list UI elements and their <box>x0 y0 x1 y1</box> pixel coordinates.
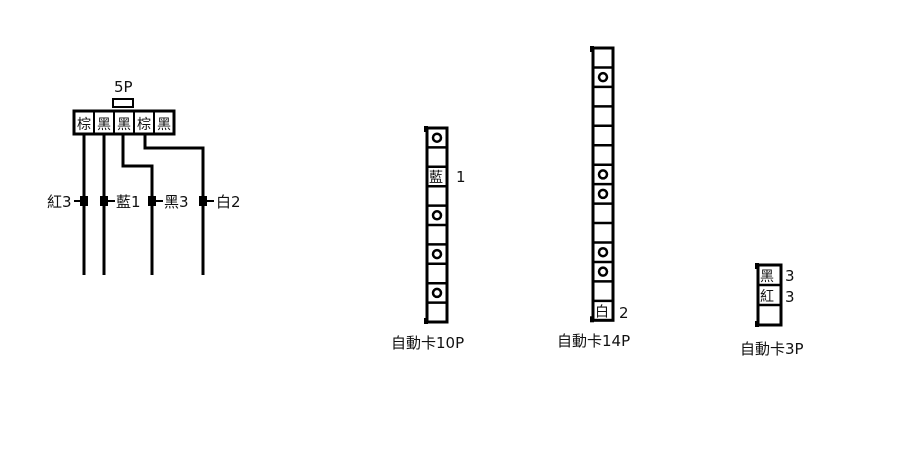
card-10p-title: 自動卡10P <box>391 334 464 352</box>
card_3p-cell-0: 黑 <box>760 269 774 285</box>
connector-pin-1: 棕 <box>77 117 91 133</box>
splice-4 <box>199 196 207 206</box>
pin-hole-icon <box>597 71 609 83</box>
card_10p-cell-2: 藍 <box>429 170 443 186</box>
pin-hole-icon <box>597 188 609 200</box>
card-10p: 藍 <box>424 126 449 324</box>
pin-hole-icon <box>431 248 443 260</box>
card-14p-title: 自動卡14P <box>557 332 630 350</box>
card-3p-side-label-2: 3 <box>785 288 795 306</box>
card-3p: 黑紅 <box>755 263 783 327</box>
card_3p-bottom-latch <box>755 321 759 327</box>
card_3p-top-latch <box>755 263 759 269</box>
card-3p-side-label-1: 3 <box>785 267 795 285</box>
card_3p-body <box>756 263 783 327</box>
pin-hole-icon <box>597 246 609 258</box>
connector-5p-title: 5P <box>114 78 133 96</box>
wire-label-4: 白2 <box>216 193 241 211</box>
connector-key <box>112 98 134 108</box>
card_14p-cell-13: 白 <box>595 304 609 320</box>
card_14p-bottom-latch <box>590 316 594 323</box>
wire-label-1: 紅3 <box>47 193 72 211</box>
wire-3 <box>121 134 154 275</box>
card_10p-top-latch <box>424 126 428 132</box>
card_3p-cell-1: 紅 <box>760 289 774 305</box>
connector-pin-5: 黑 <box>157 117 171 133</box>
connector-5p: 5P 棕黑黑棕黑 <box>72 78 176 136</box>
splice-2 <box>100 196 108 206</box>
card_10p-bottom-latch <box>424 318 428 324</box>
connector-pin-4: 棕 <box>137 117 151 133</box>
card-3p-title: 自動卡3P <box>740 340 804 358</box>
pin-hole-icon <box>597 169 609 180</box>
card-10p-side-label: 1 <box>456 168 466 186</box>
pin-hole-icon <box>431 132 443 143</box>
splice-1 <box>80 196 88 206</box>
pin-hole-icon <box>597 266 609 277</box>
splice-3 <box>148 196 156 206</box>
connector-pin-3: 黑 <box>117 117 131 133</box>
card_14p-top-latch <box>590 46 594 52</box>
splices: 紅3 藍1 黑3 白2 <box>47 193 241 211</box>
wire-label-3: 黑3 <box>164 193 189 211</box>
connector-pin-2: 黑 <box>97 117 111 133</box>
card-14p: 白 <box>590 46 615 323</box>
wire-label-2: 藍1 <box>116 193 141 211</box>
pin-hole-icon <box>431 210 443 221</box>
card-14p-side-label: 2 <box>619 304 629 322</box>
wire-4 <box>143 134 205 275</box>
pin-hole-icon <box>431 287 443 299</box>
